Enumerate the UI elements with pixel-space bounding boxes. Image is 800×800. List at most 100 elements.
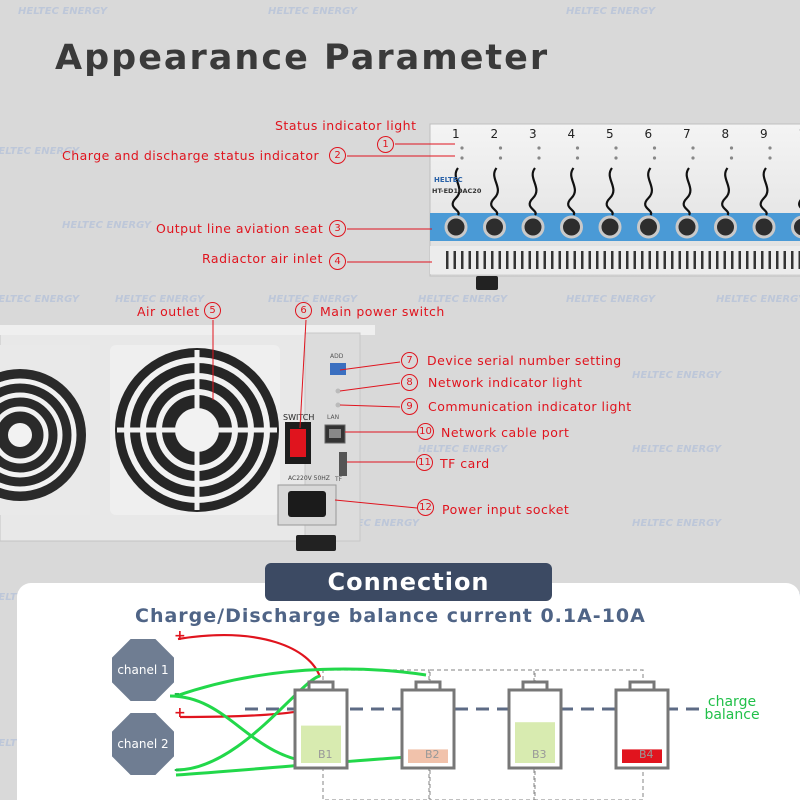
- callout-label-communication-indicator: Communication indicator light: [428, 399, 632, 414]
- callout-label-power-switch: Main power switch: [320, 304, 445, 319]
- vent-slot: [461, 251, 464, 269]
- callout-label-network-port: Network cable port: [441, 425, 570, 440]
- callout-label-charge-status: Charge and discharge status indicator: [62, 148, 320, 163]
- fan-grille-right: [110, 345, 280, 515]
- battery-level: [622, 749, 662, 763]
- vent-slot: [701, 251, 704, 269]
- lan-label: LAN: [327, 414, 340, 421]
- vent-slot: [761, 251, 764, 269]
- channel-connector[interactable]: [444, 146, 468, 239]
- tf-label: TF: [335, 476, 343, 483]
- callout-number-3: 3: [329, 220, 346, 237]
- watermark: HELTEC ENERGY: [268, 6, 358, 17]
- vent-slot: [618, 251, 621, 269]
- callout-label-network-indicator: Network indicator light: [428, 375, 583, 390]
- vent-slot: [738, 251, 741, 269]
- channel-connector[interactable]: [714, 146, 737, 239]
- vent-slot: [446, 251, 449, 269]
- channel-2-minus: -: [174, 762, 180, 778]
- vent-slot: [641, 251, 644, 269]
- battery: [614, 680, 670, 770]
- vent-slot: [708, 251, 711, 269]
- vent-slot: [551, 251, 554, 269]
- watermark: HELTEC ENERGY: [0, 294, 80, 305]
- watermark: HELTEC ENERGY: [632, 444, 722, 455]
- vent-slot: [768, 251, 771, 269]
- callout-number-11: 11: [416, 454, 433, 471]
- callout-number-2: 2: [329, 147, 346, 164]
- power-input-socket[interactable]: [288, 491, 326, 517]
- watermark: HELTEC ENERGY: [632, 518, 722, 529]
- channel-1-plus: +: [174, 628, 186, 644]
- vent-slot: [678, 251, 681, 269]
- callout-label-tf-card: TF card: [440, 456, 490, 471]
- channel-connector[interactable]: [598, 146, 622, 239]
- caption-line-1: charge: [707, 694, 757, 710]
- brand-label: HELTEC: [434, 176, 463, 184]
- vent-slot: [723, 251, 726, 269]
- battery-label: B2: [425, 748, 440, 761]
- vent-slot: [776, 251, 779, 269]
- channel-number: 1: [799, 127, 800, 141]
- callout-number-4: 4: [329, 253, 346, 270]
- watermark: HELTEC ENERGY: [62, 220, 152, 231]
- device-foot: [296, 535, 336, 551]
- callout-number-5: 5: [204, 302, 221, 319]
- callout-number-7: 7: [401, 352, 418, 369]
- watermark: HELTEC ENERGY: [632, 370, 722, 381]
- vent-slot: [663, 251, 666, 269]
- fan-grille-left: [0, 345, 90, 515]
- callout-number-1: 1: [377, 136, 394, 153]
- channel-connector[interactable]: [637, 146, 660, 239]
- vent-slot: [476, 251, 479, 269]
- channel-number: 7: [683, 127, 691, 141]
- channel-number: 2: [490, 127, 499, 141]
- vent-slot: [513, 251, 516, 269]
- watermark: HELTEC ENERGY: [0, 146, 80, 157]
- watermark: HELTEC ENERGY: [418, 444, 508, 455]
- vent-slot: [716, 251, 719, 269]
- vent-slot: [581, 251, 584, 269]
- dip-switch[interactable]: [330, 363, 346, 375]
- watermark: HELTEC ENERGY: [566, 294, 656, 305]
- channel-connector[interactable]: [791, 146, 800, 239]
- page-title: Appearance Parameter: [55, 38, 550, 78]
- channel-1-terminal: chanel 1: [112, 639, 174, 701]
- vent-slot: [528, 251, 531, 269]
- callout-label-serial-setting: Device serial number setting: [427, 353, 622, 368]
- channel-connector[interactable]: [752, 146, 776, 239]
- callout-label-status-indicator: Status indicator light: [275, 118, 417, 133]
- callout-number-12: 12: [417, 499, 434, 516]
- tf-card-slot[interactable]: [339, 452, 347, 476]
- vent-slot: [783, 251, 786, 269]
- vent-slot: [746, 251, 749, 269]
- battery-label: B4: [639, 748, 654, 761]
- channel-1-minus: -: [174, 686, 180, 702]
- vent-slot: [468, 251, 471, 269]
- vent-slot: [498, 251, 501, 269]
- watermark: HELTEC ENERGY: [418, 294, 508, 305]
- channel-connector[interactable]: [675, 146, 699, 239]
- channel-number: 8: [721, 127, 730, 141]
- vent-slot: [753, 251, 756, 269]
- connection-banner: Connection: [265, 563, 552, 601]
- vent-slot: [521, 251, 524, 269]
- callout-label-power-socket: Power input socket: [442, 502, 570, 517]
- battery-level: [408, 749, 448, 763]
- battery-label: B3: [532, 748, 547, 761]
- channel-number: 5: [606, 127, 614, 141]
- power-switch[interactable]: [290, 429, 306, 457]
- vent-slot: [453, 251, 456, 269]
- vent-slot: [648, 251, 651, 269]
- channel-2-plus: +: [174, 705, 186, 721]
- switch-label: SWITCH: [283, 413, 315, 422]
- vent-slot: [491, 251, 494, 269]
- channel-connector[interactable]: [521, 146, 545, 239]
- watermark: HELTEC ENERGY: [716, 294, 800, 305]
- vent-slot: [543, 251, 546, 269]
- channel-connector[interactable]: [560, 146, 583, 239]
- vent-slot: [588, 251, 591, 269]
- vent-slot: [626, 251, 629, 269]
- channel-connector[interactable]: [483, 146, 506, 239]
- callout-number-10: 10: [417, 423, 434, 440]
